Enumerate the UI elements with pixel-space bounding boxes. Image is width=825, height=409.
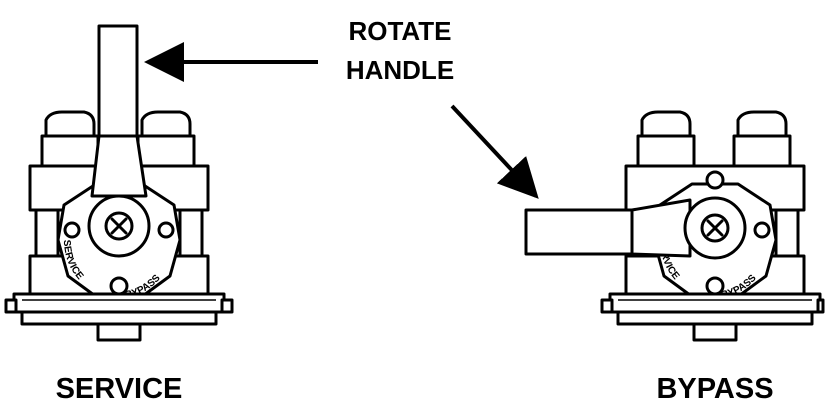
left-valve-base [4,292,234,342]
callout-line-2: HANDLE [346,55,454,85]
left-valve-handle [87,24,151,258]
left-valve: SERVICE BYPASS SERVICE [4,24,234,405]
right-valve-base [600,292,825,342]
left-valve-caps [40,110,196,168]
rotate-handle-callout: ROTATE HANDLE [144,16,539,199]
arrow-to-bypass-handle [450,104,539,199]
right-caption-bypass: BYPASS [656,373,773,405]
callout-line-1: ROTATE [348,16,451,46]
right-valve-handle [524,196,747,260]
left-caption-service: SERVICE [56,373,183,405]
right-valve-caps [636,110,792,168]
right-valve: SERVICE BYPASS BYPASS [524,110,825,405]
